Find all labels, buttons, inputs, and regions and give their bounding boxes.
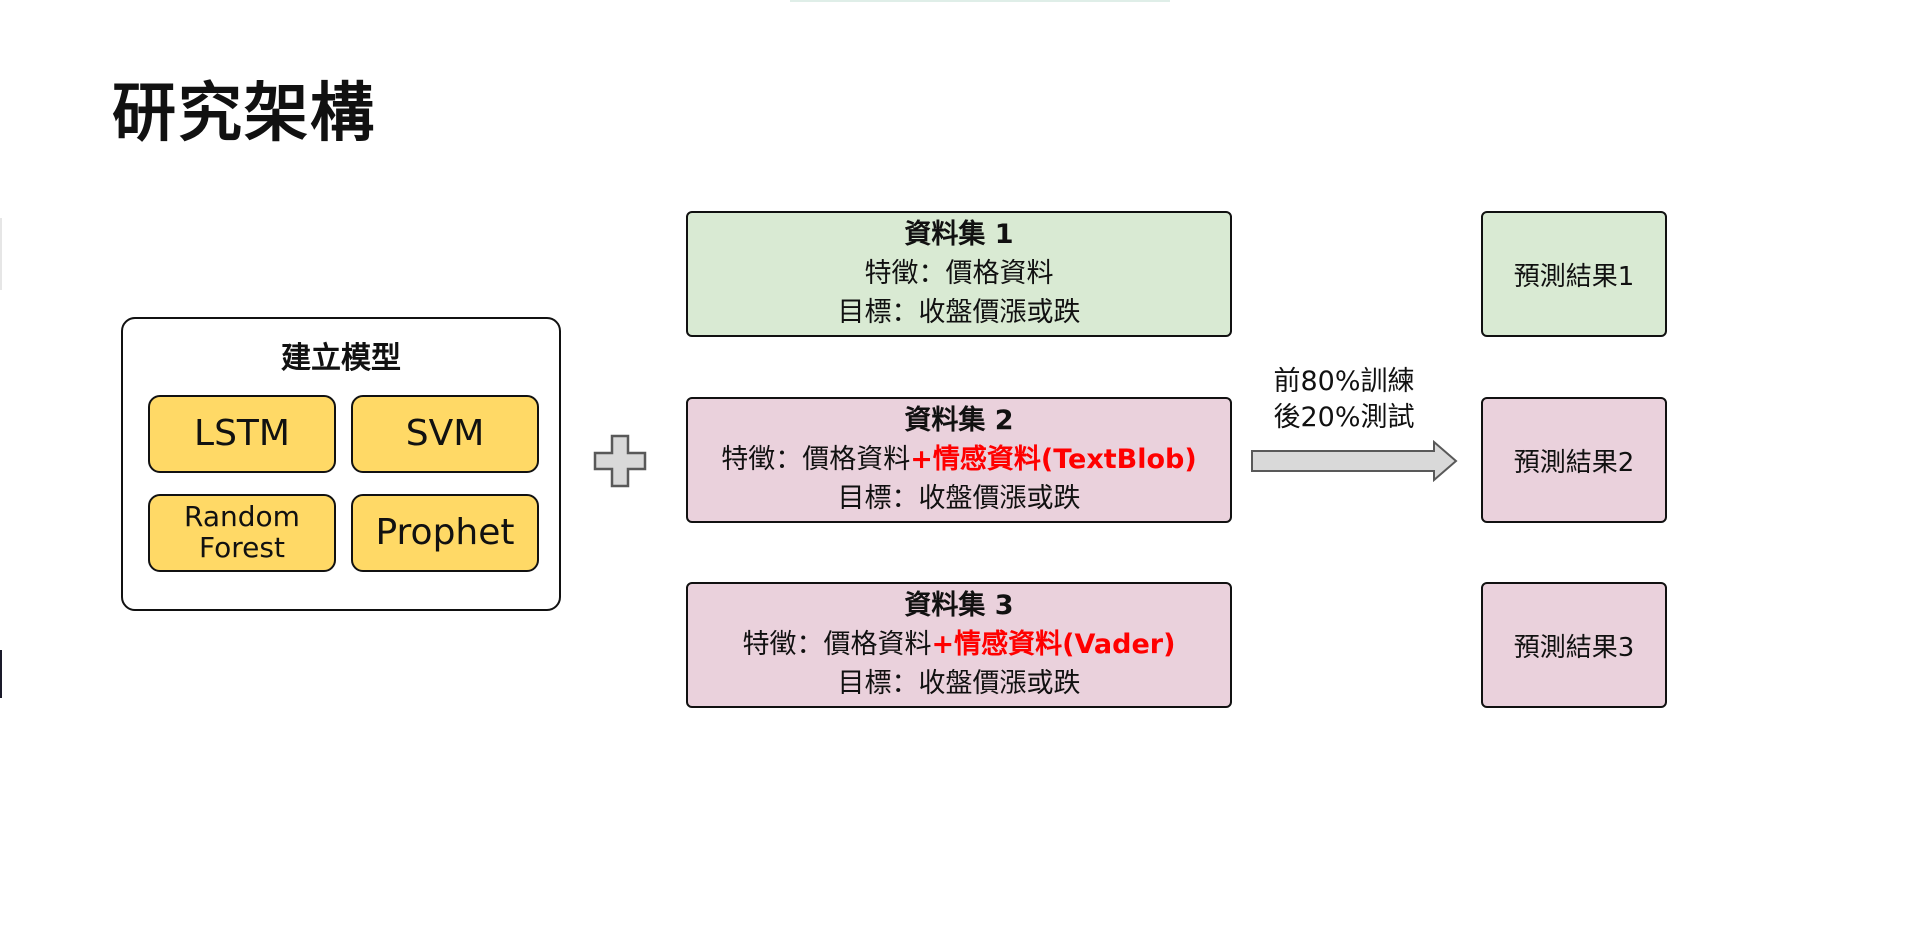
edge-mark-lower xyxy=(0,650,2,698)
model-random-forest: Random Forest xyxy=(148,494,336,572)
feature-base: 特徵：價格資料 xyxy=(864,258,1054,289)
dataset-2: 資料集 2 特徵：價格資料+情感資料(TextBlob) 目標：收盤價漲或跌 xyxy=(686,397,1232,523)
dataset-target: 目標：收盤價漲或跌 xyxy=(837,297,1081,328)
dataset-3: 資料集 3 特徵：價格資料+情感資料(Vader) 目標：收盤價漲或跌 xyxy=(686,582,1232,708)
feature-highlight: +情感資料(Vader) xyxy=(931,629,1176,660)
dataset-title: 資料集 3 xyxy=(904,590,1014,621)
result-2: 預測結果2 xyxy=(1481,397,1667,523)
dataset-target: 目標：收盤價漲或跌 xyxy=(837,668,1081,699)
test-split-text: 後20%測試 xyxy=(1273,402,1415,433)
right-arrow-icon xyxy=(1251,440,1458,482)
dataset-title: 資料集 1 xyxy=(904,219,1014,250)
top-accent-line xyxy=(790,0,1170,2)
dataset-1: 資料集 1 特徵：價格資料 目標：收盤價漲或跌 xyxy=(686,211,1232,337)
result-3: 預測結果3 xyxy=(1481,582,1667,708)
feature-highlight: +情感資料(TextBlob) xyxy=(910,444,1197,475)
dataset-target: 目標：收盤價漲或跌 xyxy=(837,483,1081,514)
model-lstm: LSTM xyxy=(148,395,336,473)
split-label: 前80%訓練 後20%測試 xyxy=(1258,364,1430,436)
model-svm: SVM xyxy=(351,395,539,473)
plus-icon xyxy=(593,434,647,488)
edge-mark-upper xyxy=(0,218,2,290)
train-split-text: 前80%訓練 xyxy=(1273,366,1415,397)
feature-base: 特徵：價格資料 xyxy=(742,629,932,660)
feature-base: 特徵：價格資料 xyxy=(721,444,911,475)
dataset-title: 資料集 2 xyxy=(904,405,1014,436)
dataset-feature: 特徵：價格資料+情感資料(TextBlob) xyxy=(688,440,1230,479)
model-prophet: Prophet xyxy=(351,494,539,572)
models-title: 建立模型 xyxy=(281,341,401,376)
page-title: 研究架構 xyxy=(112,77,376,151)
dataset-feature: 特徵：價格資料+情感資料(Vader) xyxy=(688,625,1230,664)
dataset-feature: 特徵：價格資料 xyxy=(688,254,1230,293)
models-panel: 建立模型 LSTM SVM Random Forest Prophet xyxy=(121,317,561,611)
result-1: 預測結果1 xyxy=(1481,211,1667,337)
